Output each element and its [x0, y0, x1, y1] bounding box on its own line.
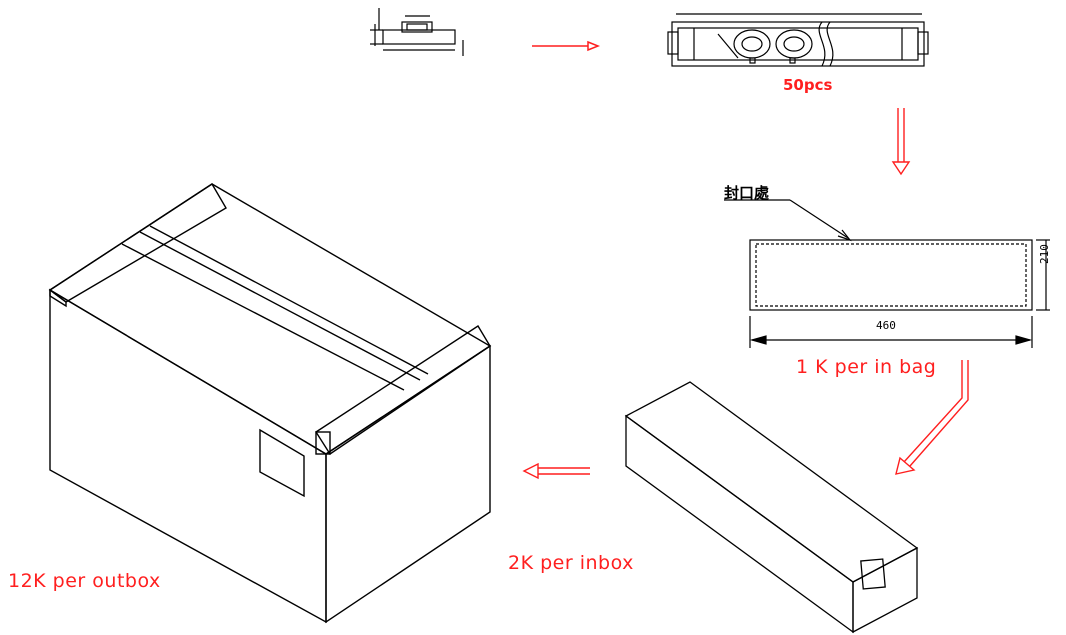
arrow-to-bag: [891, 108, 911, 176]
bag-width-dimension: 460: [876, 319, 896, 332]
bag-quantity-label: 1 K per in bag: [796, 356, 937, 378]
seal-leader: [724, 199, 852, 242]
arrow-to-inbox: [895, 360, 969, 475]
outbox-quantity-label: 12K per outbox: [8, 570, 161, 592]
inbox-drawing: [624, 381, 919, 634]
outbox-drawing: [48, 183, 492, 624]
bag-height-dimension: 210: [1038, 244, 1051, 264]
arrow-to-tray: [532, 40, 601, 52]
arrow-to-outbox: [522, 462, 590, 480]
tray-drawing: [667, 13, 929, 67]
bag-drawing: [749, 239, 1050, 348]
tray-quantity-label: 50pcs: [783, 76, 833, 94]
seal-note-label: 封口處: [724, 184, 770, 202]
inbox-quantity-label: 2K per inbox: [508, 552, 634, 574]
part-drawing: [370, 8, 464, 56]
